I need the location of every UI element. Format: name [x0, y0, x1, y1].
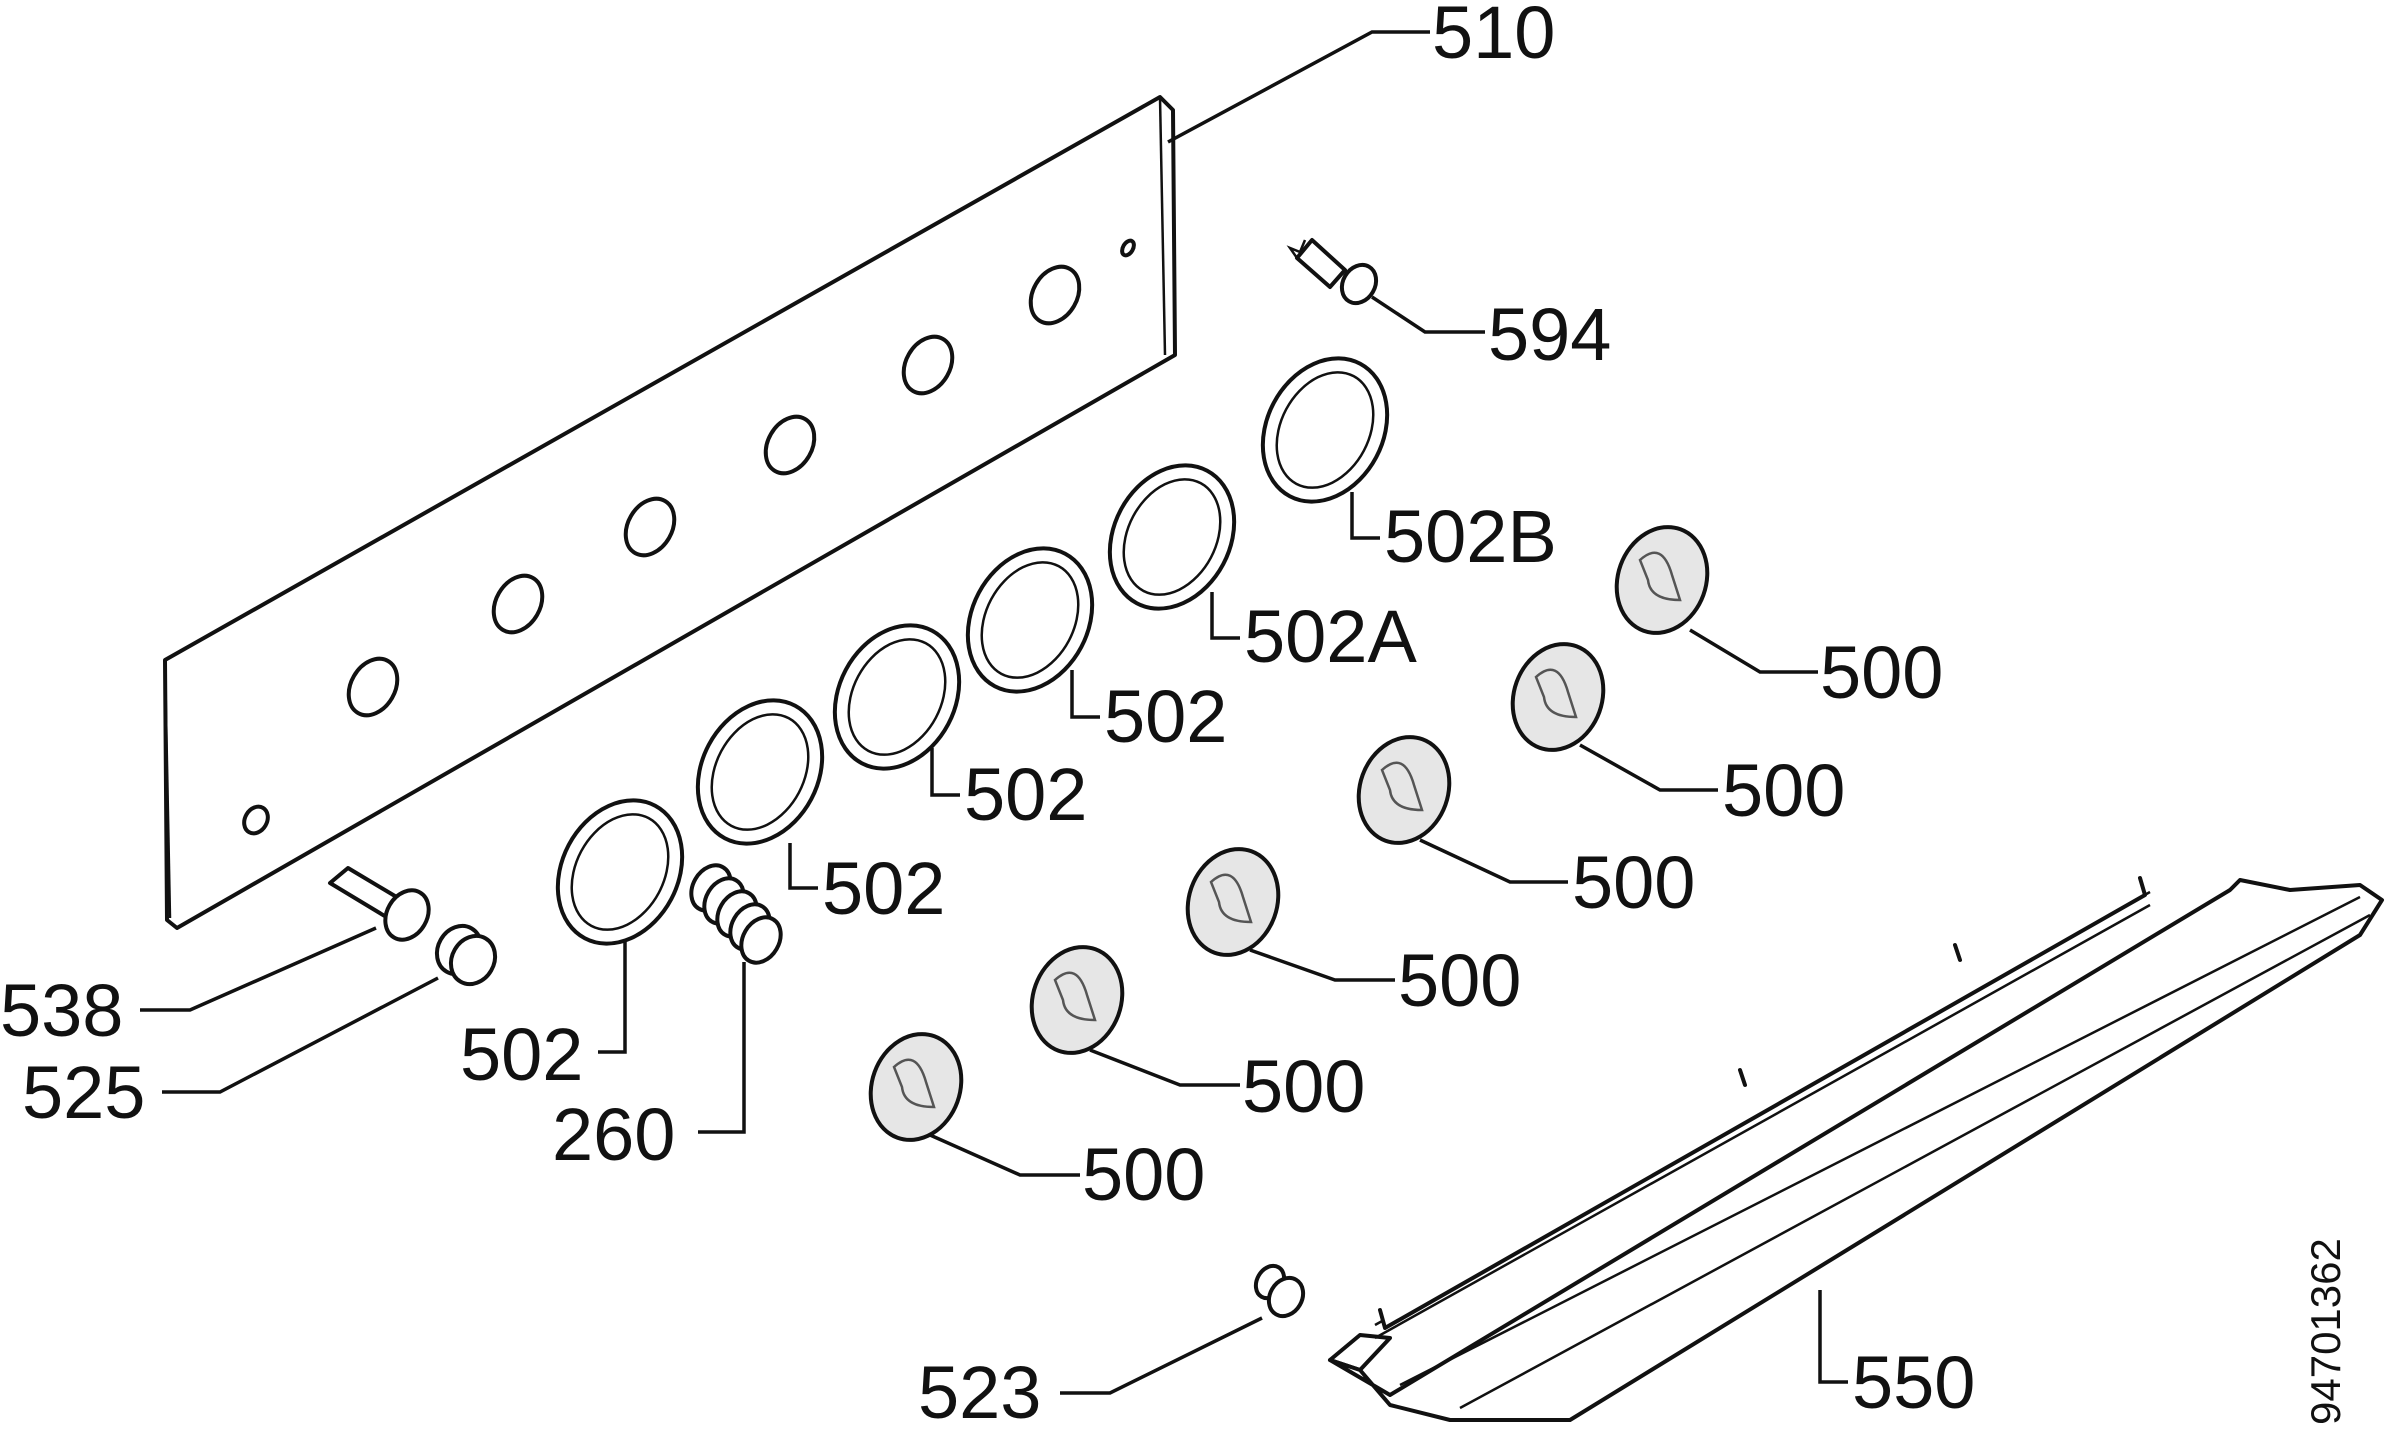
label-260: 260 — [552, 1093, 675, 1176]
label-502B: 502B — [1384, 495, 1557, 578]
indicator-lamp-594 — [1286, 238, 1379, 306]
label-502-1: 502 — [460, 1013, 583, 1096]
label-523: 523 — [918, 1351, 1041, 1429]
bezel-ring-502A — [1107, 463, 1237, 611]
bezel-ring-502-1 — [555, 798, 685, 946]
bezel-ring-502-2 — [695, 698, 825, 846]
label-500-2: 500 — [1722, 749, 1845, 832]
bezel-rings — [555, 356, 1390, 946]
label-502-4: 502 — [1104, 675, 1227, 758]
label-502A: 502A — [1244, 595, 1417, 678]
bezel-ring-502B — [1260, 356, 1390, 504]
bolt-538 — [328, 866, 431, 942]
label-550: 550 — [1852, 1341, 1975, 1424]
knob-500-3 — [1356, 735, 1452, 845]
panel-holes — [242, 238, 1136, 836]
bezel-ring-502-4 — [965, 546, 1095, 694]
figure-code: 94701362 — [2302, 1238, 2349, 1425]
control-panel-510 — [163, 95, 1177, 930]
knob-500-6 — [868, 1032, 964, 1142]
label-500-5: 500 — [1242, 1045, 1365, 1128]
cap-525 — [434, 923, 498, 987]
label-502-2: 502 — [822, 847, 945, 930]
spring-260 — [689, 863, 783, 965]
leader-lines — [140, 30, 1848, 1395]
label-500-4: 500 — [1398, 939, 1521, 1022]
knob-500-5 — [1029, 945, 1125, 1055]
knob-500-2 — [1510, 642, 1606, 752]
knob-500-4 — [1185, 847, 1281, 957]
control-knobs — [868, 525, 1710, 1142]
label-500-3: 500 — [1572, 841, 1695, 924]
trim-strip-550 — [1328, 876, 2384, 1422]
bezel-ring-502-3 — [832, 623, 962, 771]
screw-523 — [1253, 1263, 1306, 1319]
label-502-3: 502 — [964, 753, 1087, 836]
label-500-1: 500 — [1820, 631, 1943, 714]
knob-500-1 — [1614, 525, 1710, 635]
callout-labels: 510 594 502B 502A 502 502 502 502 260 50… — [0, 0, 1975, 1429]
label-510: 510 — [1432, 0, 1555, 74]
label-500-6: 500 — [1082, 1133, 1205, 1216]
label-594: 594 — [1488, 293, 1611, 376]
label-525: 525 — [22, 1051, 145, 1134]
label-538: 538 — [0, 969, 123, 1052]
